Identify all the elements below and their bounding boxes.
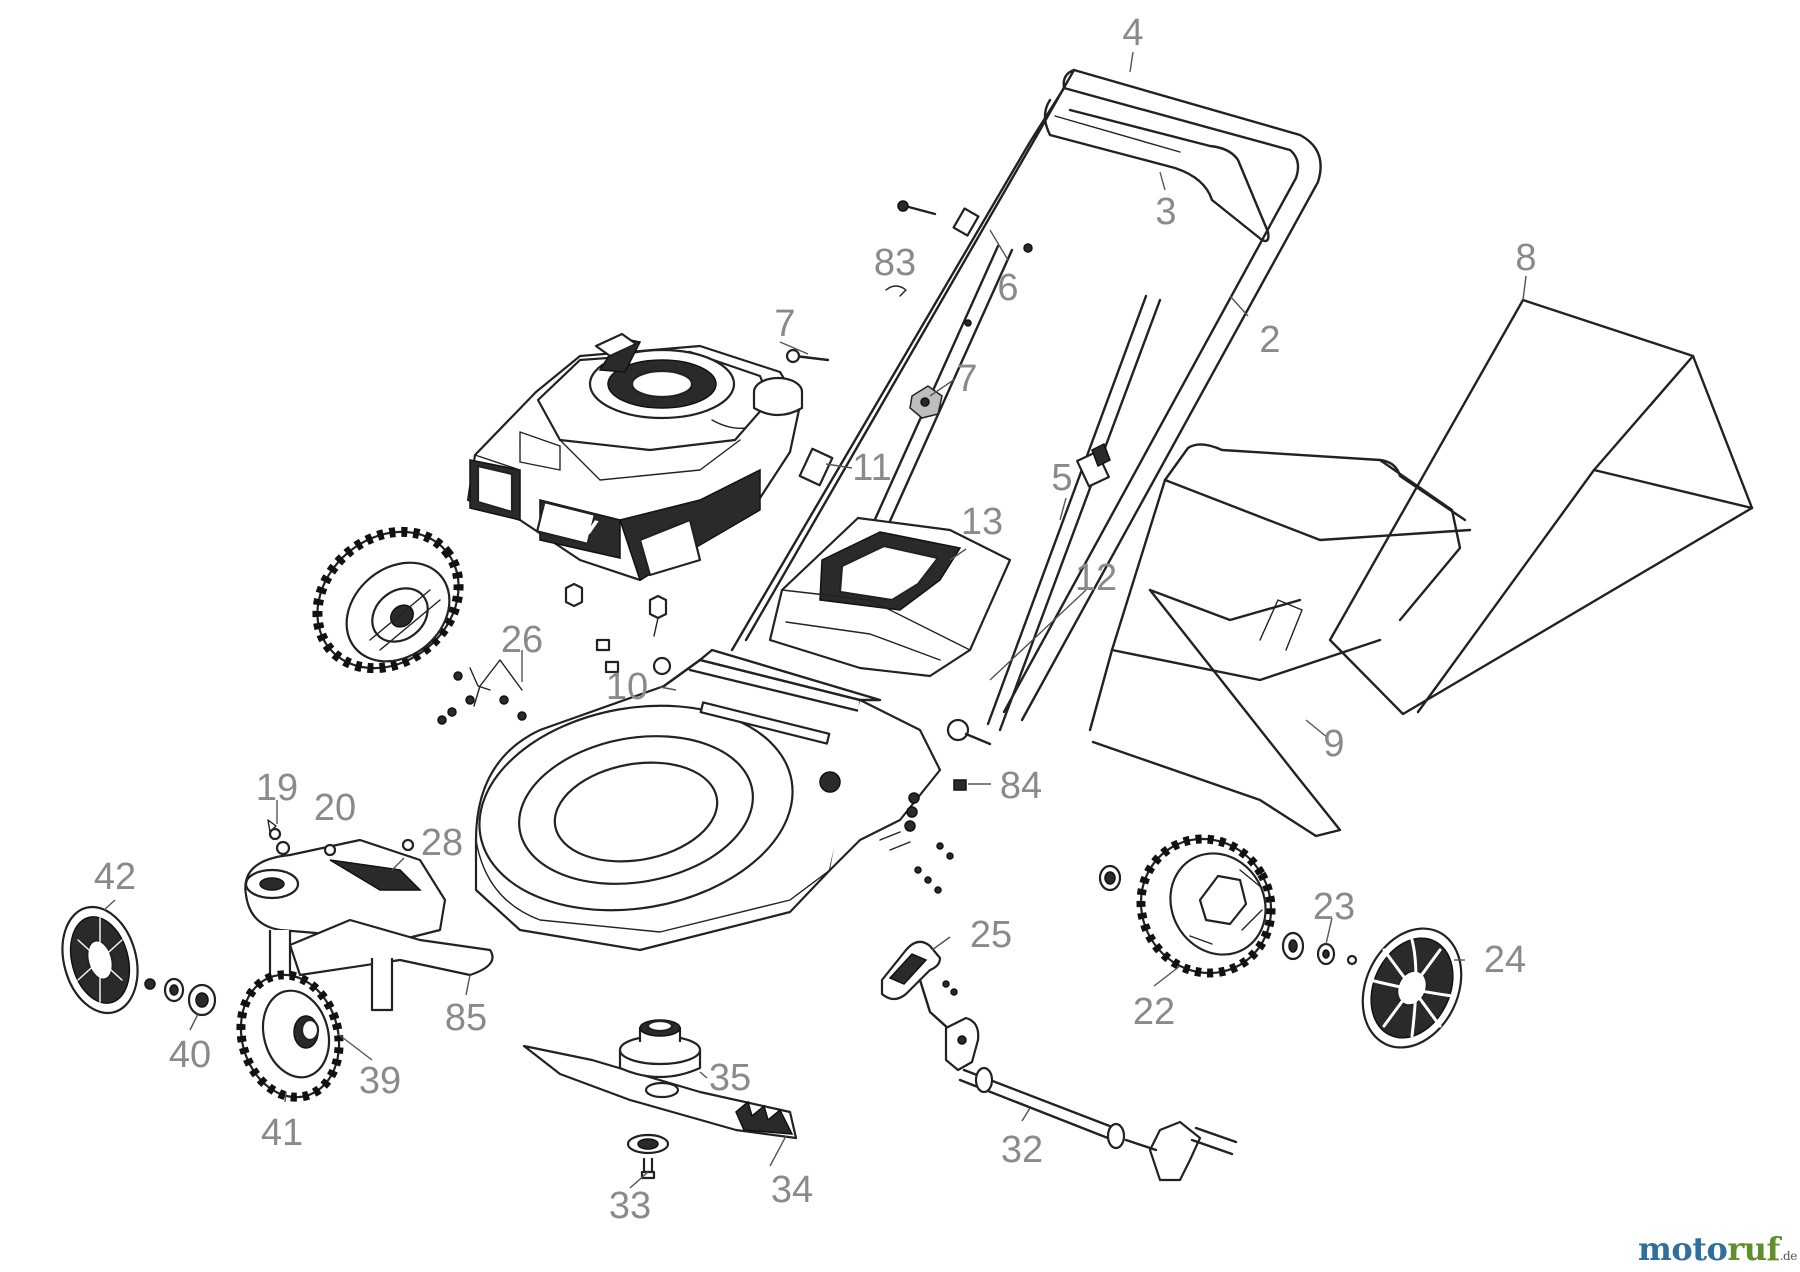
callout-4: 4: [1122, 12, 1144, 54]
engine-bolts: [564, 582, 668, 674]
callout-84: 84: [999, 765, 1043, 807]
callout-24: 24: [1483, 939, 1527, 981]
callout-13: 13: [960, 501, 1004, 543]
callout-32: 32: [1000, 1129, 1044, 1171]
rear-hubcap: [1361, 927, 1463, 1049]
callout-9: 9: [1323, 723, 1345, 765]
callout-85: 85: [444, 997, 488, 1039]
front-bearings: [144, 977, 217, 1017]
callout-40: 40: [168, 1034, 212, 1076]
brand-logo: motoruf.de: [1638, 1233, 1797, 1265]
handle-bail-bar: [1043, 98, 1270, 243]
callout-22: 22: [1132, 991, 1176, 1033]
deck-hardware: [437, 656, 992, 894]
engine: OHV: [466, 332, 804, 582]
callout-10: 10: [605, 666, 649, 708]
rear-cover: [768, 516, 1012, 678]
rear-bearings: [1281, 931, 1358, 966]
callout-41: 41: [260, 1112, 304, 1154]
callout-33: 33: [608, 1185, 652, 1227]
callout-11: 11: [852, 447, 892, 489]
blade-adapter: [618, 1019, 702, 1079]
rear-washer: [1098, 864, 1122, 892]
grass-bag: [1328, 298, 1754, 716]
handle-fittings: [785, 200, 1111, 488]
callout-83: 83: [873, 242, 917, 284]
callout-25: 25: [969, 914, 1013, 956]
front-axle-housing: [244, 819, 494, 1012]
blade: [522, 1044, 798, 1140]
callout-28: 28: [420, 822, 464, 864]
callout-2: 2: [1259, 319, 1281, 361]
front-hubcap: [61, 905, 139, 1015]
callout-20: 20: [313, 787, 357, 829]
callout-5: 5: [1051, 457, 1073, 499]
callout-7-knob: 7: [956, 358, 978, 400]
callout-7-bolt: 7: [774, 303, 796, 345]
callout-8: 8: [1515, 237, 1537, 279]
callout-19: 19: [255, 767, 299, 809]
brand-logo-part2: ruf: [1727, 1230, 1780, 1268]
height-adjust-lever: [880, 940, 958, 1032]
rear-wheel-right: [1136, 834, 1276, 978]
callout-3: 3: [1155, 191, 1177, 233]
rear-wheel-left: [312, 526, 464, 674]
grass-bag-frame: [1088, 443, 1472, 838]
callout-35: 35: [708, 1057, 752, 1099]
upper-handle: [730, 68, 1322, 722]
rear-axle: [944, 1016, 1238, 1182]
callout-23: 23: [1312, 886, 1356, 928]
brand-logo-part1: moto: [1638, 1230, 1728, 1268]
callout-26: 26: [500, 619, 544, 661]
front-wheel: [236, 970, 344, 1102]
callout-6: 6: [997, 267, 1019, 309]
callout-39: 39: [358, 1060, 402, 1102]
callout-12: 12: [1074, 557, 1118, 599]
callout-34: 34: [770, 1169, 814, 1211]
leader-lines: [103, 51, 1527, 1189]
deck-housing: [474, 648, 942, 952]
callout-42: 42: [93, 856, 137, 898]
brand-logo-suffix: .de: [1779, 1249, 1798, 1263]
blade-bolt: [626, 1133, 670, 1180]
